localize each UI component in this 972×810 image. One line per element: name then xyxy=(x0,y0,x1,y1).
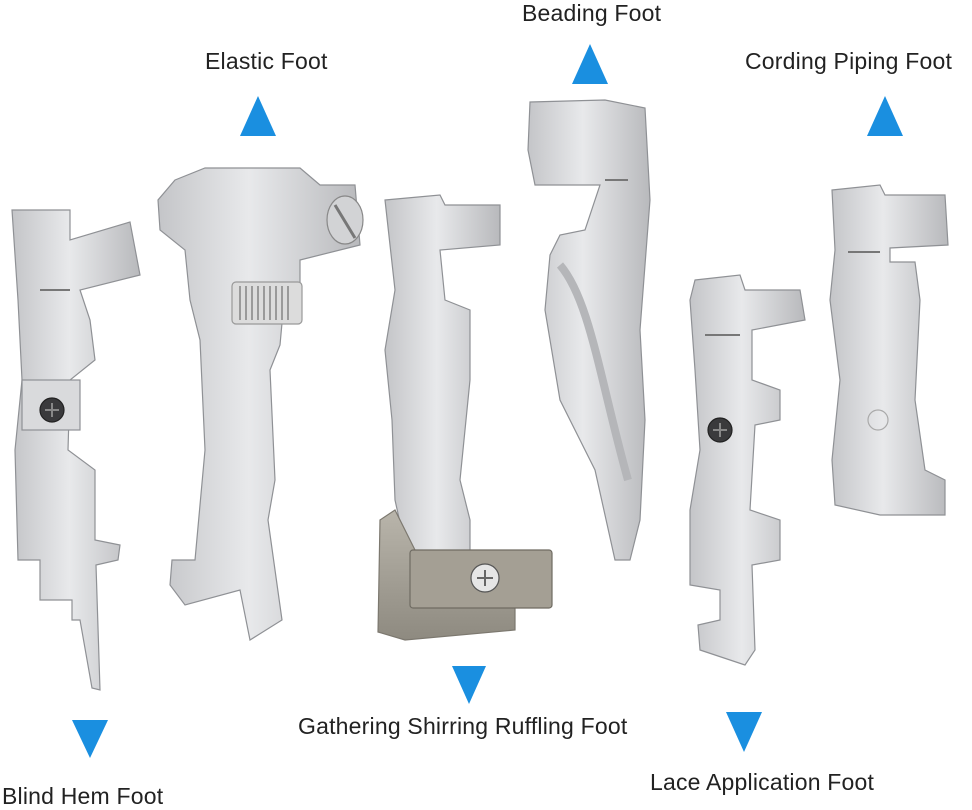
label-beading-foot: Beading Foot xyxy=(522,0,662,26)
beading-foot xyxy=(527,99,651,561)
label-blind-hem-foot: Blind Hem Foot xyxy=(2,783,164,809)
lace-application-foot xyxy=(689,274,806,666)
elastic-foot xyxy=(157,167,364,641)
arrow-down-icon-gathering xyxy=(452,666,486,704)
arrow-up-icon-elastic xyxy=(240,96,276,136)
arrow-up-icon-cording xyxy=(867,96,903,136)
gear-icon xyxy=(231,281,303,325)
label-cording-piping-foot: Cording Piping Foot xyxy=(745,48,953,74)
arrow-down-icon-blind-hem xyxy=(72,720,108,758)
label-elastic-foot: Elastic Foot xyxy=(205,48,328,74)
gathering-shirring-ruffling-foot xyxy=(377,194,553,641)
label-gathering-shirring-ruffling-foot: Gathering Shirring Ruffling Foot xyxy=(298,713,628,739)
arrow-down-icon-lace xyxy=(726,712,762,752)
label-lace-application-foot: Lace Application Foot xyxy=(650,769,875,795)
arrow-up-icon-beading xyxy=(572,44,608,84)
blind-hem-foot xyxy=(11,209,141,691)
cording-piping-foot xyxy=(829,184,949,516)
